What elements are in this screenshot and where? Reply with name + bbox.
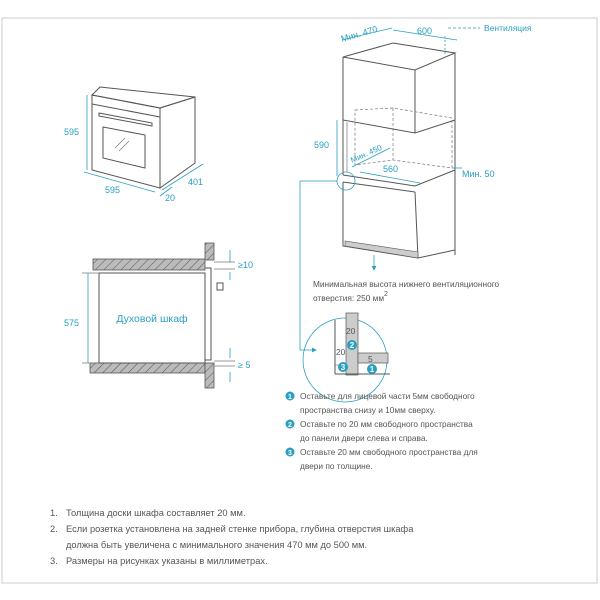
oven-window: [102, 126, 146, 169]
svg-text:пространства снизу и 10мм свер: пространства снизу и 10мм сверху.: [300, 405, 435, 415]
oven-isometric-drawing: [83, 86, 204, 197]
svg-text:3: 3: [288, 450, 292, 457]
bottom-gap-label: ≥ 5: [238, 360, 250, 370]
detail-20-top: 20: [346, 326, 356, 336]
cabinet-width-label: 600: [417, 26, 432, 36]
legend-item-1: 1 Оставьте для лицевой части 5мм свободн…: [285, 391, 475, 415]
width-560-label: 560: [383, 164, 398, 174]
oven-height-label: 595: [64, 127, 79, 137]
marker-3: 3: [338, 362, 348, 372]
svg-text:1: 1: [288, 394, 292, 401]
vent-note-line-2: отверстия: 250 мм2: [313, 291, 388, 303]
oven-handle: [98, 112, 153, 127]
svg-text:Оставьте 20 мм свободного прос: Оставьте 20 мм свободного пространства д…: [300, 447, 478, 457]
svg-text:Размеры на рисунках указаны в: Размеры на рисунках указаны в миллиметра…: [66, 556, 268, 566]
marker-1: 1: [367, 364, 377, 374]
svg-text:до панели двери слева и справа: до панели двери слева и справа.: [300, 433, 428, 443]
ventilation-label: Вентиляция: [484, 23, 532, 33]
svg-text:Оставьте по 20 мм свободного п: Оставьте по 20 мм свободного пространств…: [300, 419, 473, 429]
svg-text:двери по толщине.: двери по толщине.: [300, 461, 373, 471]
top-gap-label: ≥10: [238, 260, 253, 270]
section-drawing: [82, 242, 235, 389]
vent-note-line-1: Минимальная высота нижнего вентиляционно…: [313, 279, 500, 289]
svg-text:3: 3: [341, 363, 346, 372]
svg-text:1.: 1.: [50, 508, 58, 518]
min-depth-label: Мин. 470: [340, 24, 379, 44]
oven-label: Духовой шкаф: [116, 313, 188, 325]
svg-text:Толщина доски шкафа составляет: Толщина доски шкафа составляет 20 мм.: [66, 508, 246, 518]
svg-text:Если розетка установлена на за: Если розетка установлена на задней стенк…: [66, 524, 414, 534]
niche-height-label: 590: [314, 140, 329, 150]
note-2: 2. Если розетка установлена на задней ст…: [50, 524, 414, 550]
marker-2: 2: [347, 340, 357, 350]
svg-text:должна быть увеличена с минима: должна быть увеличена с минимального зна…: [66, 540, 367, 550]
legend-item-3: 3 Оставьте 20 мм свободного пространства…: [285, 447, 478, 471]
svg-text:2: 2: [350, 341, 355, 350]
svg-text:2: 2: [288, 422, 292, 429]
oven-door-label: 20: [165, 193, 175, 203]
detail-zoom-circle: [302, 312, 390, 403]
oven-width-label: 595: [105, 185, 120, 195]
svg-text:2.: 2.: [50, 524, 58, 534]
note-3: 3. Размеры на рисунках указаны в миллиме…: [50, 556, 268, 566]
detail-20-left: 20: [336, 347, 346, 357]
note-1: 1. Толщина доски шкафа составляет 20 мм.: [50, 508, 246, 518]
detail-5: 5: [368, 354, 373, 364]
oven-depth-label: 401: [188, 177, 203, 187]
svg-text:Оставьте для лицевой части 5мм: Оставьте для лицевой части 5мм свободног…: [300, 391, 475, 401]
svg-text:1: 1: [370, 365, 375, 374]
min-50-label: Мин. 50: [462, 169, 495, 179]
section-height-label: 575: [64, 318, 79, 328]
legend-item-2: 2 Оставьте по 20 мм свободного пространс…: [285, 419, 473, 443]
cabinet-drawing: [299, 27, 480, 353]
svg-text:3.: 3.: [50, 556, 58, 566]
page-frame: [1, 17, 598, 584]
